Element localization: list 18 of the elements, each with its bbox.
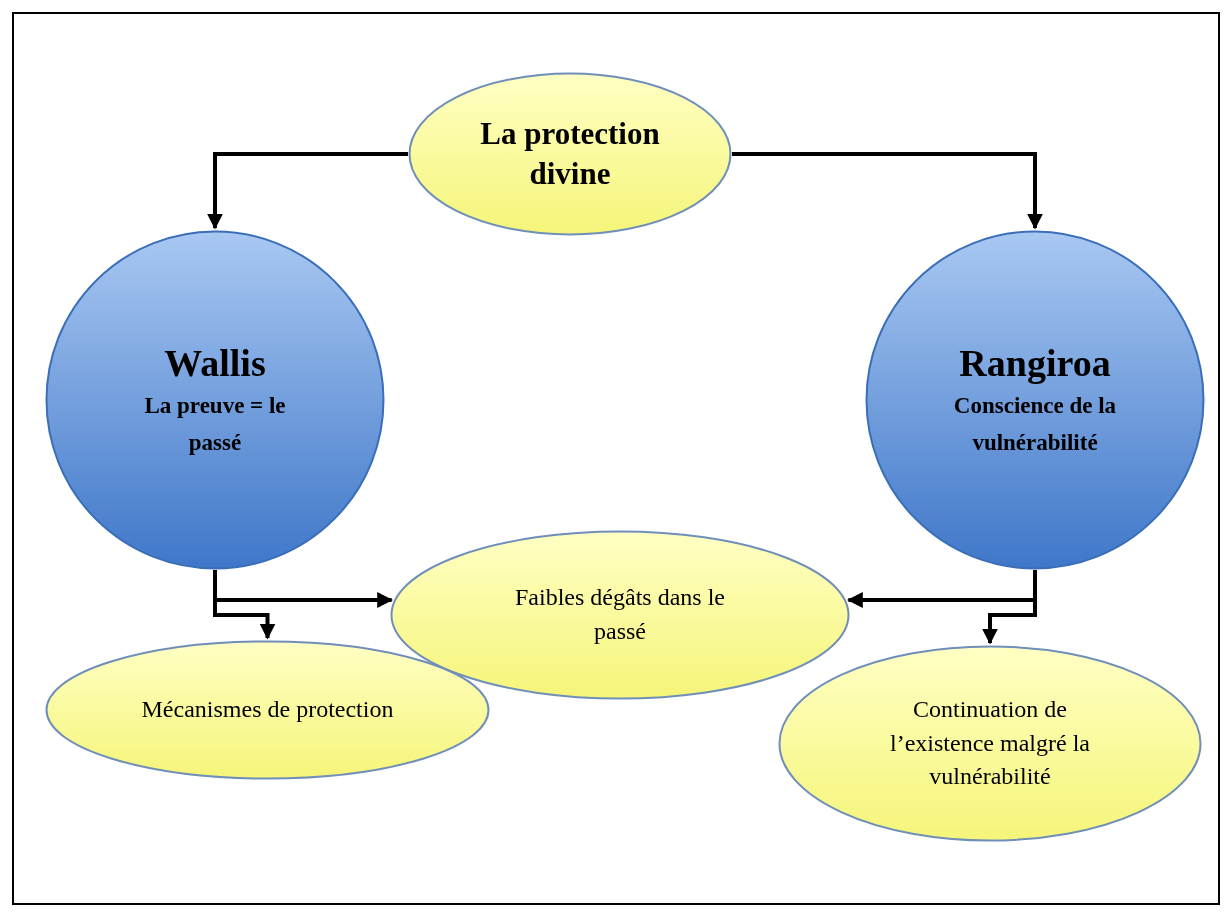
ellipse-node xyxy=(45,640,490,780)
arrow xyxy=(213,570,276,640)
node-text: Continuation de l’existence malgré la vulnérabilité xyxy=(889,695,1091,792)
node-text: Faibles dégâts dans le passé xyxy=(514,583,726,646)
arrow xyxy=(732,152,1043,230)
ellipse-node xyxy=(778,645,1202,842)
ellipse-node xyxy=(390,530,850,700)
arrow xyxy=(982,570,1037,645)
node-text: Conscience de la vulnérabilité xyxy=(952,391,1118,457)
arrow xyxy=(207,152,408,230)
node-text: La protection divine xyxy=(479,114,661,193)
ellipse-node xyxy=(408,72,732,236)
node-text: Mécanismes de protection xyxy=(140,695,395,725)
node-text: La preuve = le passé xyxy=(143,391,287,457)
node-title: Rangiroa xyxy=(958,340,1112,386)
circle-node xyxy=(865,230,1205,570)
node-title: Wallis xyxy=(163,340,267,386)
circle-node xyxy=(45,230,385,570)
